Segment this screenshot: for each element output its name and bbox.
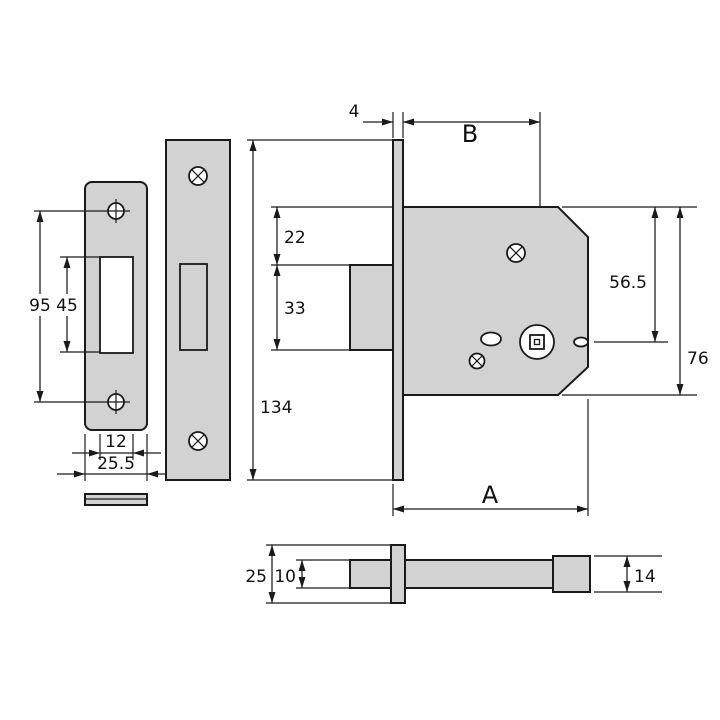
screw-cross: [509, 246, 523, 260]
spindle-square-inner: [533, 338, 541, 346]
faceplate-plan: [390, 544, 406, 604]
dim-plan-left: 25 10: [245, 544, 391, 604]
dim-label-plan-faceplate-width: 25: [245, 567, 267, 587]
faceplate-edge: [392, 139, 404, 481]
dim-label-strike-width: 25.5: [97, 454, 135, 474]
strike-plate-side-view: [84, 493, 148, 506]
case-plan-block: [552, 555, 591, 593]
dim-plan-right: 14: [594, 555, 662, 593]
dim-strike-width: 25.5: [57, 434, 175, 481]
dim-label-faceplate-length: 134: [260, 398, 292, 418]
forend-body: [165, 139, 231, 481]
bolt-plan-view: [349, 544, 591, 604]
strike-plate-front: [34, 181, 148, 431]
dim-label-backset: B: [462, 120, 478, 148]
dim-strike-cutout-height: 45: [56, 256, 100, 353]
dim-label-faceplate-thickness: 4: [349, 102, 360, 122]
lock-case-body: [402, 206, 589, 396]
forend-bolt-opening: [179, 263, 208, 351]
spindle-square-hole: [529, 334, 545, 350]
dim-label-strike-cutout-width: 12: [105, 432, 127, 452]
dim-top: 4 B: [349, 102, 541, 207]
forend-plate: [165, 139, 231, 481]
screw-cross: [191, 169, 205, 183]
dim-label-strike-cutout-height: 45: [56, 296, 78, 316]
dim-label-plan-bolt-thickness: 10: [274, 567, 296, 587]
dim-strike-length: 95: [29, 211, 51, 402]
case-oval-slot: [480, 331, 502, 347]
dim-faceplate-length: 134: [247, 139, 393, 481]
dim-label-case-height: 76: [687, 349, 709, 369]
dim-label-case-depth: A: [482, 481, 499, 509]
dim-right: 56.5 76: [562, 206, 709, 396]
dim-bolt-position: 22 33: [271, 206, 393, 351]
dim-label-plan-case-thickness: 14: [634, 567, 656, 587]
dim-label-bolt-height: 33: [284, 299, 306, 319]
dim-label-case-top-to-bolt: 22: [284, 228, 306, 248]
dim-case-depth: A: [392, 399, 589, 516]
screw-cross: [191, 434, 205, 448]
strike-cutout: [99, 256, 134, 354]
dim-label-strike-length: 95: [29, 296, 51, 316]
lock-case-side-view: [349, 139, 589, 481]
screw-cross: [471, 355, 483, 367]
back-edge-slot: [573, 336, 589, 348]
dim-label-top-to-follower: 56.5: [609, 273, 647, 293]
dim-strike-cutout-width: 12: [72, 432, 161, 460]
